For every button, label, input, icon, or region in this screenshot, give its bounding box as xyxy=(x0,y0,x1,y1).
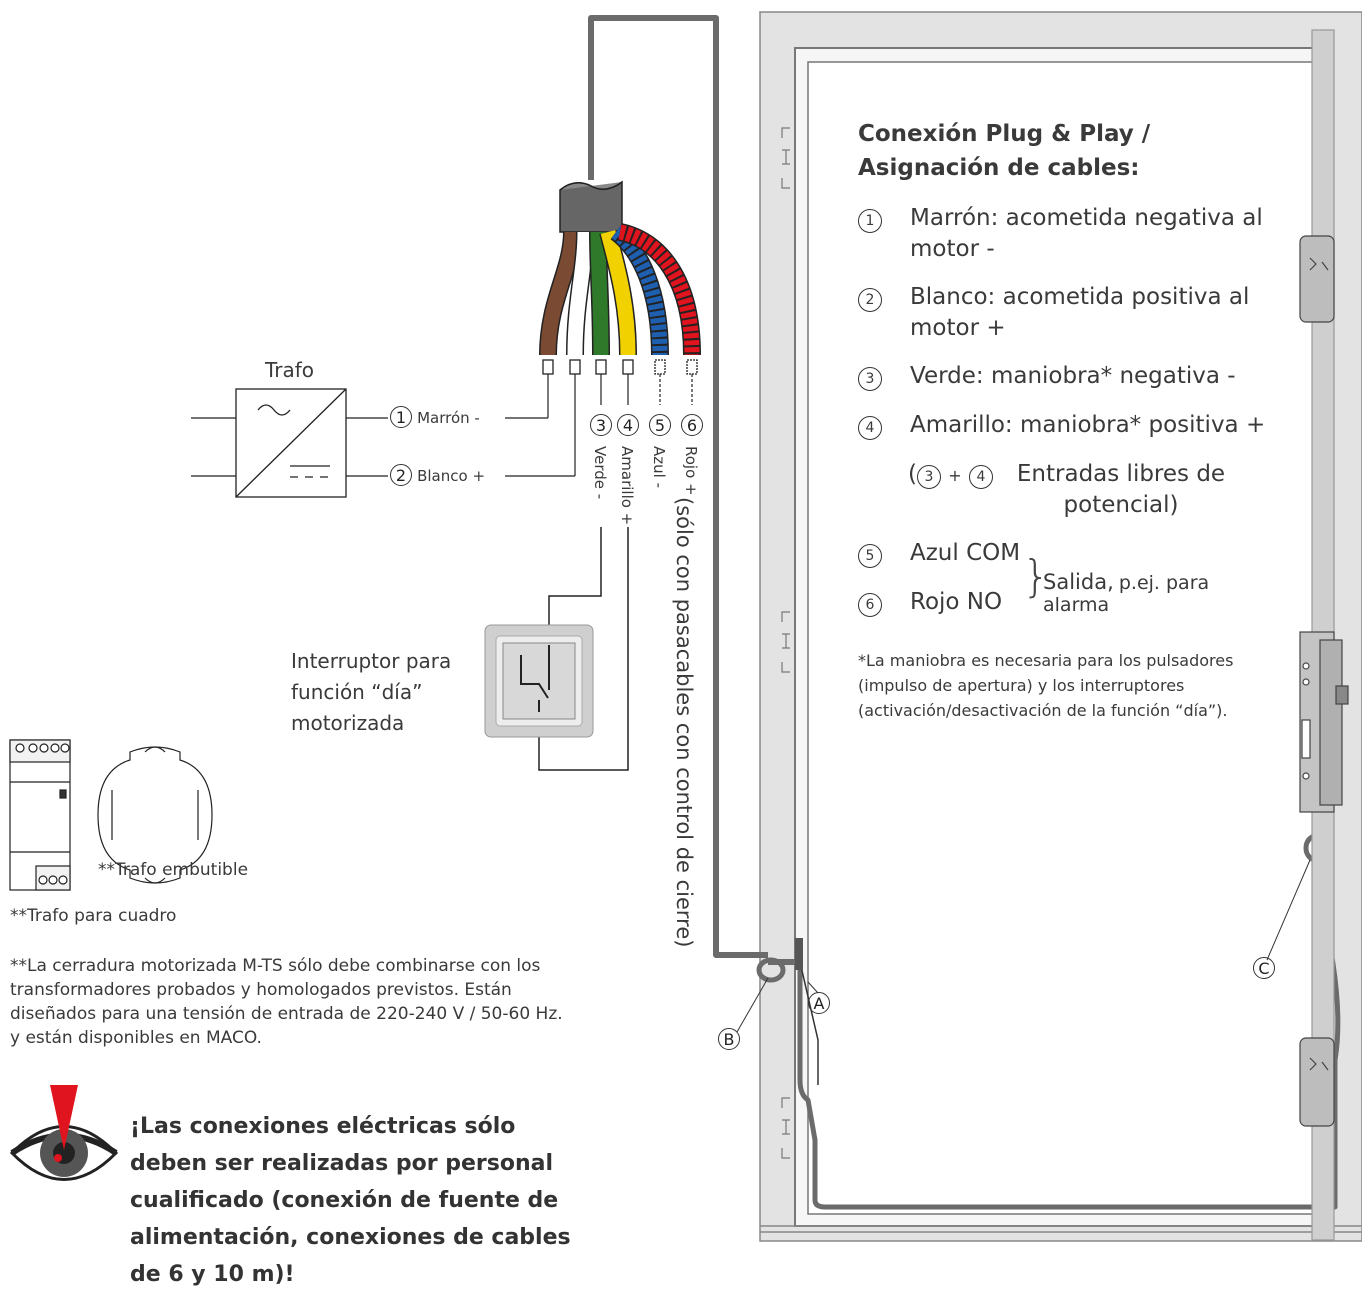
legend-item-1: 1 Marrón: acometida negativa al motor - xyxy=(858,203,1263,265)
legend-item-5: 5 Azul COM xyxy=(858,538,1058,569)
wire-label-green: Verde - xyxy=(591,446,609,500)
wire-number-3: 3 xyxy=(590,414,612,436)
wire-label-yellow: Amarillo + xyxy=(618,446,636,526)
input-1-number: 1 xyxy=(390,406,412,428)
legend-item-4: 4 Amarillo: maniobra* positiva + xyxy=(858,410,1265,441)
leader-b xyxy=(736,977,769,1033)
input-2: 2 Blanco + xyxy=(390,464,485,486)
output-brace: } xyxy=(1022,551,1050,602)
flush-trafo xyxy=(97,746,213,884)
light-switch xyxy=(484,624,594,738)
callout-b: B xyxy=(718,1028,740,1050)
cable-loop-b xyxy=(756,957,786,983)
lock-hardware xyxy=(1299,29,1349,1241)
leader-c xyxy=(1266,859,1311,961)
wire-label-blue: Azul - xyxy=(650,446,668,488)
trafo-box xyxy=(191,388,388,498)
callout-a: A xyxy=(808,992,830,1014)
din-trafo xyxy=(9,739,71,891)
warning-eye-icon xyxy=(9,1085,119,1181)
cable-note: (sólo con pasacables con control de cier… xyxy=(672,497,696,948)
wire-number-4: 4 xyxy=(617,414,639,436)
legend-title: Conexión Plug & Play / Asignación de cab… xyxy=(858,121,1151,181)
cable-sheath xyxy=(559,180,623,233)
wire-label-red: Rojo + xyxy=(682,446,700,496)
legend-item-6: 6 Rojo NO xyxy=(858,587,1058,618)
wire-number-6: 6 xyxy=(681,414,703,436)
door-frame xyxy=(759,11,1362,1242)
legend-footnote: *La maniobra es necesaria para los pulsa… xyxy=(858,651,1234,720)
wire-bundle xyxy=(539,223,701,356)
callout-c: C xyxy=(1253,957,1275,979)
input-1-label: Marrón - xyxy=(417,409,480,427)
panel-trafo-label: **Trafo para cuadro xyxy=(10,906,177,926)
legend-item-2: 2 Blanco: acometida positiva al motor + xyxy=(858,282,1258,344)
input-2-label: Blanco + xyxy=(417,467,486,485)
hinge-marks xyxy=(781,127,790,1159)
input-2-number: 2 xyxy=(390,464,412,486)
door-connector xyxy=(795,938,803,970)
input-1: 1 Marrón - xyxy=(390,406,480,428)
wire-terminals xyxy=(542,359,698,375)
switch-label: Interruptor para función “día” motorizad… xyxy=(291,649,452,735)
trafo-note: **La cerradura motorizada M-TS sólo debe… xyxy=(10,956,563,1048)
warning-text: ¡Las conexiones eléctricas sólo deben se… xyxy=(130,1114,571,1287)
output-note: Salida, p.ej. para alarma xyxy=(1043,570,1210,616)
diagram-graphics xyxy=(9,11,1362,1242)
wire-number-5: 5 xyxy=(649,414,671,436)
free-inputs-note: (3 + 4 Entradas libres de potencial) xyxy=(908,461,1226,518)
legend-item-3: 3 Verde: maniobra* negativa - xyxy=(858,361,1258,392)
trafo-label: Trafo xyxy=(265,358,315,382)
flush-trafo-label: **Trafo embutible xyxy=(98,860,249,880)
